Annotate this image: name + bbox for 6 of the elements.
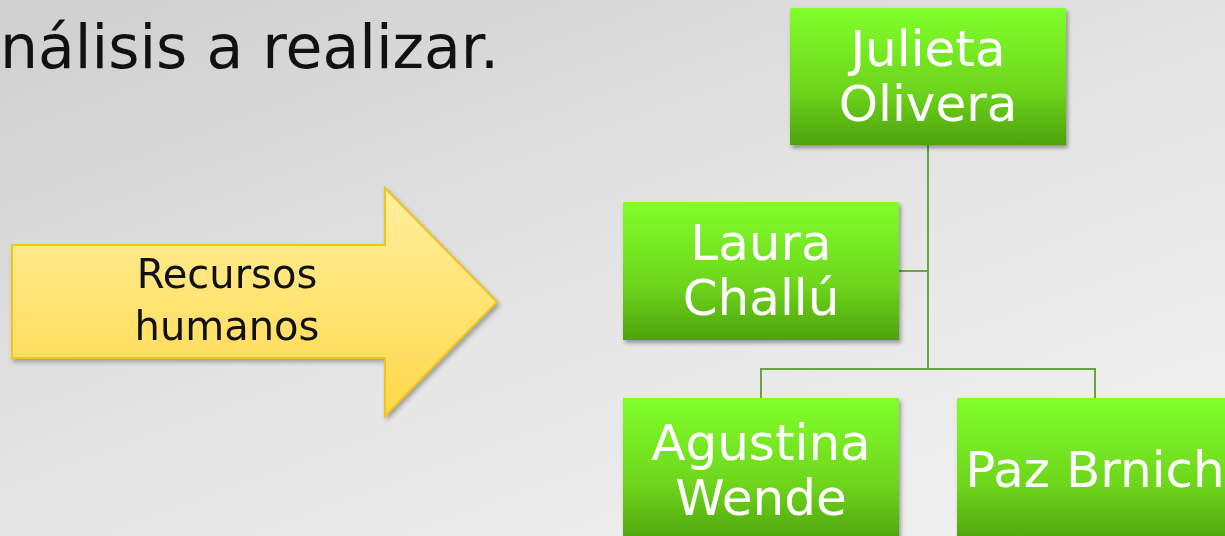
org-chart-box: Paz Brnich	[957, 398, 1225, 536]
org-chart-box: Agustina Wende	[623, 398, 899, 536]
arrow-label: Recursos humanos	[133, 250, 321, 351]
heading-text: nálisis a realizar.	[0, 12, 500, 82]
org-chart-box: Laura Challú	[623, 202, 899, 340]
org-chart-box: Julieta Olivera	[790, 8, 1066, 145]
